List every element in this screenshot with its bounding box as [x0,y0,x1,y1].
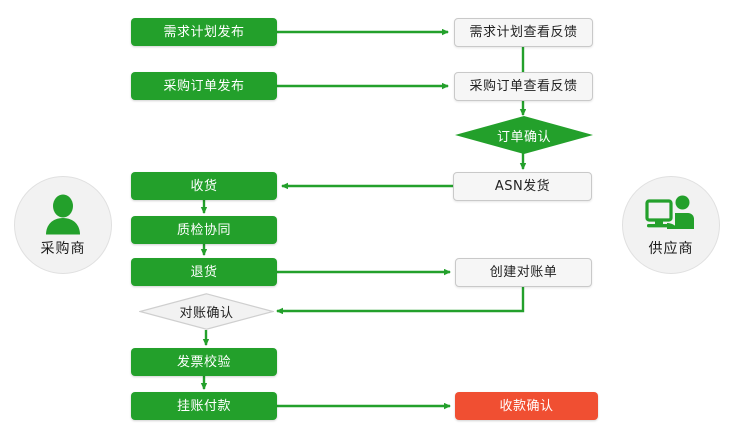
node-receipt-confirm[interactable]: 收款确认 [455,392,598,420]
node-receive-goods[interactable]: 收货 [131,172,277,200]
person-at-computer-icon [645,193,697,237]
node-create-statement[interactable]: 创建对账单 [455,258,592,287]
node-return-goods[interactable]: 退货 [131,258,277,286]
person-icon [37,193,89,237]
node-order-confirm[interactable]: 订单确认 [455,116,593,154]
node-demand-plan-feedback[interactable]: 需求计划查看反馈 [454,18,593,47]
node-statement-confirm-label: 对账确认 [179,306,234,321]
node-demand-plan-publish[interactable]: 需求计划发布 [131,18,277,46]
node-po-feedback[interactable]: 采购订单查看反馈 [454,72,593,101]
actor-supplier[interactable]: 供应商 [622,176,720,274]
actor-buyer-label: 采购商 [40,240,86,257]
node-order-confirm-label: 订单确认 [496,129,551,145]
node-invoice-verify[interactable]: 发票校验 [131,348,277,376]
node-statement-confirm[interactable]: 对账确认 [139,293,274,330]
edge-create-statement-to-statement-confirm [276,287,525,315]
node-po-publish[interactable]: 采购订单发布 [131,72,277,100]
node-payable-payment[interactable]: 挂账付款 [131,392,277,420]
actor-buyer[interactable]: 采购商 [14,176,112,274]
node-quality-collab[interactable]: 质检协同 [131,216,277,244]
node-asn-shipment[interactable]: ASN发货 [453,172,592,201]
actor-supplier-label: 供应商 [648,240,694,257]
